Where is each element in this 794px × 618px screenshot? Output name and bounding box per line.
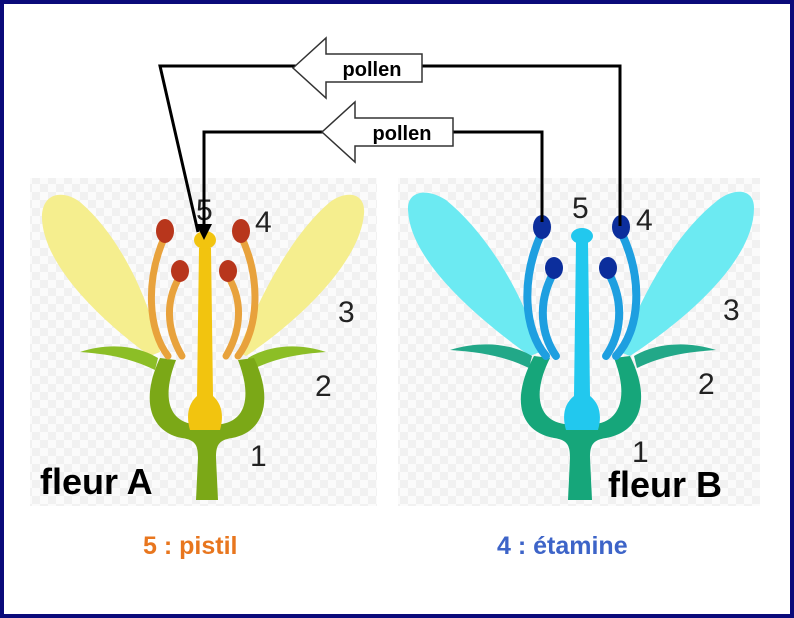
- caption-pistil: 5 : pistil: [143, 532, 238, 560]
- flower-a-sepal-right: [248, 346, 326, 370]
- flower-b-anther: [545, 257, 563, 279]
- flower-a-pistil: [188, 248, 222, 430]
- flower-b-label-1: 1: [632, 436, 649, 469]
- flower-b-title: fleur B: [608, 464, 722, 505]
- flower-a-label-3: 3: [338, 296, 355, 329]
- flower-a-anther: [171, 260, 189, 282]
- flower-b: 5 4 3 2 1 fleur B: [398, 178, 760, 506]
- flower-a-stigma: [194, 231, 216, 249]
- arrowhead-icon: [196, 224, 212, 240]
- flower-a-title: fleur A: [40, 461, 153, 502]
- flower-b-petal-left: [407, 192, 540, 356]
- flower-b-label-5: 5: [572, 192, 589, 225]
- flower-b-label-2: 2: [698, 368, 715, 401]
- flower-a-label-1: 1: [250, 440, 267, 473]
- caption-stamen: 4 : étamine: [497, 532, 628, 560]
- flower-a-anther: [219, 260, 237, 282]
- flower-b-stigma: [571, 228, 593, 244]
- pollen-arrow-bottom: pollen: [320, 100, 454, 164]
- flower-a-petal-left: [41, 194, 160, 356]
- pollen-label: pollen: [343, 59, 402, 81]
- flower-b-petal-right: [620, 191, 754, 356]
- flower-b-filaments: [523, 228, 641, 360]
- pollen-arrow-top: pollen: [291, 36, 423, 100]
- flower-b-sepal-right: [634, 344, 716, 368]
- pollen-label: pollen: [373, 123, 432, 145]
- flower-b-label-4: 4: [636, 204, 653, 237]
- flower-b-label-3: 3: [723, 294, 740, 327]
- left-arrow-icon: [320, 100, 454, 164]
- flower-a-sepal-left: [80, 346, 158, 370]
- flower-b-anther: [612, 215, 630, 239]
- flower-a-anther: [232, 219, 250, 243]
- flower-a-petal-right: [238, 194, 365, 356]
- flower-b-anther: [533, 215, 551, 239]
- flower-b-sepal-left: [450, 344, 532, 368]
- flower-a-label-4: 4: [255, 206, 272, 239]
- flower-a-filaments: [148, 232, 259, 360]
- flower-a-anther: [156, 219, 174, 243]
- left-arrow-icon: [291, 36, 423, 100]
- flower-b-pistil: [564, 242, 600, 430]
- flower-b-anther: [599, 257, 617, 279]
- flower-a-label-2: 2: [315, 370, 332, 403]
